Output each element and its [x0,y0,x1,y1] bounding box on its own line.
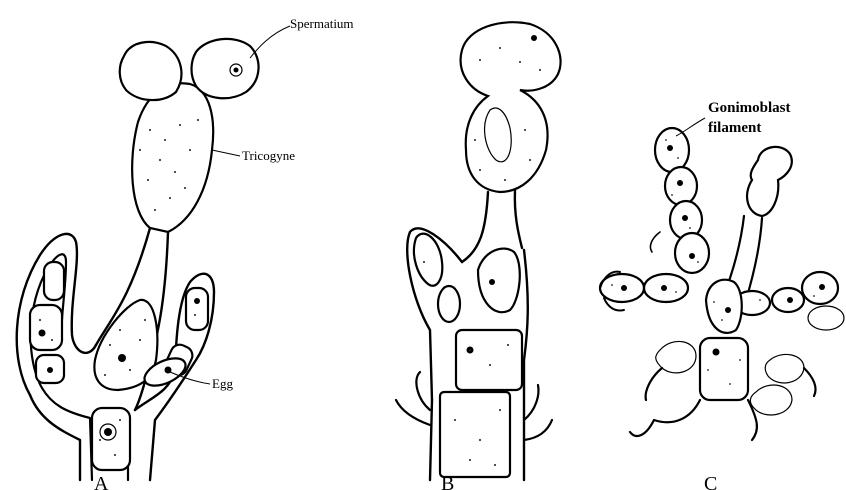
panel-label-a: A [94,473,109,490]
spermatium-label: Spermatium [290,16,354,31]
panel-label-c: C [704,473,717,490]
panel-label-b: B [441,473,454,490]
gonimoblast-label-line1: Gonimoblast [708,100,791,116]
panel-c-drawing [600,128,844,440]
tricogyne-leader-line [212,150,240,156]
gonimoblast-label-line2: filament [708,120,761,136]
gonimoblast-leader-line [676,118,705,136]
tricogyne-label: Tricogyne [242,148,295,163]
egg-label: Egg [212,376,233,391]
panel-a-drawing [17,39,259,480]
panel-b-drawing [396,22,561,480]
